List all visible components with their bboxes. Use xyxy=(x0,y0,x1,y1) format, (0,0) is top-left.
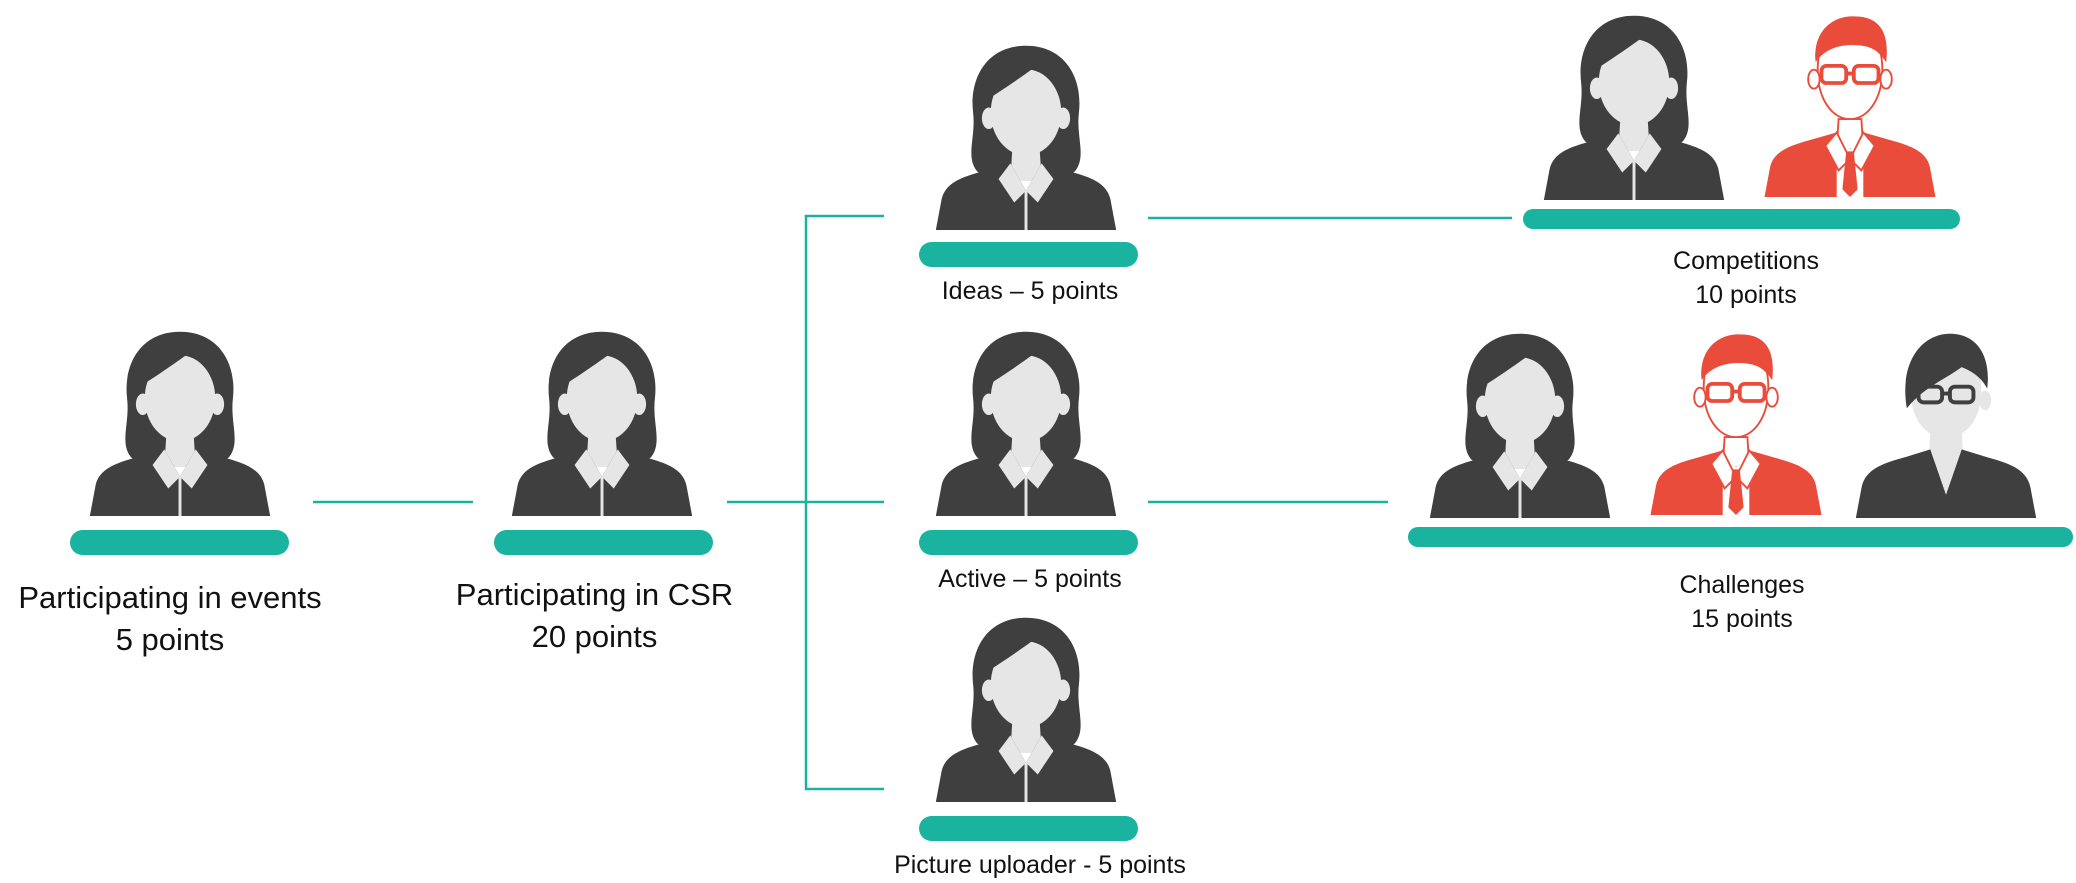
pedestal-bar xyxy=(1523,209,1960,229)
woman-avatar-icon xyxy=(934,44,1118,232)
csr-points: 20 points xyxy=(531,618,658,654)
woman-avatar-icon xyxy=(1542,14,1726,200)
node-events xyxy=(70,330,289,555)
competitions-title: Competitions xyxy=(1673,247,1819,275)
events-title: Participating in events xyxy=(18,580,322,615)
picture-uploader-label: Picture uploader - 5 points xyxy=(894,851,1186,879)
challenges-points: 15 points xyxy=(1691,604,1793,633)
node-challenges xyxy=(1408,331,2073,547)
competitions-points: 10 points xyxy=(1695,280,1797,309)
man-glasses-avatar-icon xyxy=(1762,14,1938,199)
active-label: Active – 5 points xyxy=(938,565,1122,593)
node-picture-uploader xyxy=(919,616,1138,841)
events-points: 5 points xyxy=(115,621,225,657)
man-glasses-avatar-icon xyxy=(1648,332,1824,517)
pedestal-bar xyxy=(919,530,1138,555)
node-active xyxy=(919,330,1138,555)
pedestal-bar xyxy=(494,530,713,555)
label-challenges: Challenges 15 points xyxy=(1592,569,1892,637)
woman-avatar-icon xyxy=(934,330,1118,518)
woman-avatar-icon xyxy=(1428,332,1612,518)
ideas-label: Ideas – 5 points xyxy=(941,277,1119,305)
challenges-title: Challenges xyxy=(1679,571,1805,599)
label-csr: Participating in CSR 20 points xyxy=(432,574,757,658)
pedestal-bar xyxy=(70,530,289,555)
woman-short-hair-avatar-icon xyxy=(1853,331,2039,518)
woman-avatar-icon xyxy=(88,330,272,518)
node-csr xyxy=(494,330,713,555)
label-picture-uploader: Picture uploader - 5 points xyxy=(860,849,1220,883)
label-events: Participating in events 5 points xyxy=(0,577,340,661)
pedestal-bar xyxy=(919,242,1138,267)
node-ideas xyxy=(919,44,1138,267)
connectors xyxy=(313,214,1512,791)
pedestal-bar xyxy=(919,816,1138,841)
woman-avatar-icon xyxy=(934,616,1118,804)
node-competitions xyxy=(1523,14,1960,229)
label-ideas: Ideas – 5 points xyxy=(880,275,1180,309)
label-active: Active – 5 points xyxy=(880,563,1180,597)
pedestal-bar xyxy=(1408,527,2073,547)
csr-title: Participating in CSR xyxy=(455,577,734,612)
woman-avatar-icon xyxy=(510,330,694,518)
label-competitions: Competitions 10 points xyxy=(1596,245,1896,313)
